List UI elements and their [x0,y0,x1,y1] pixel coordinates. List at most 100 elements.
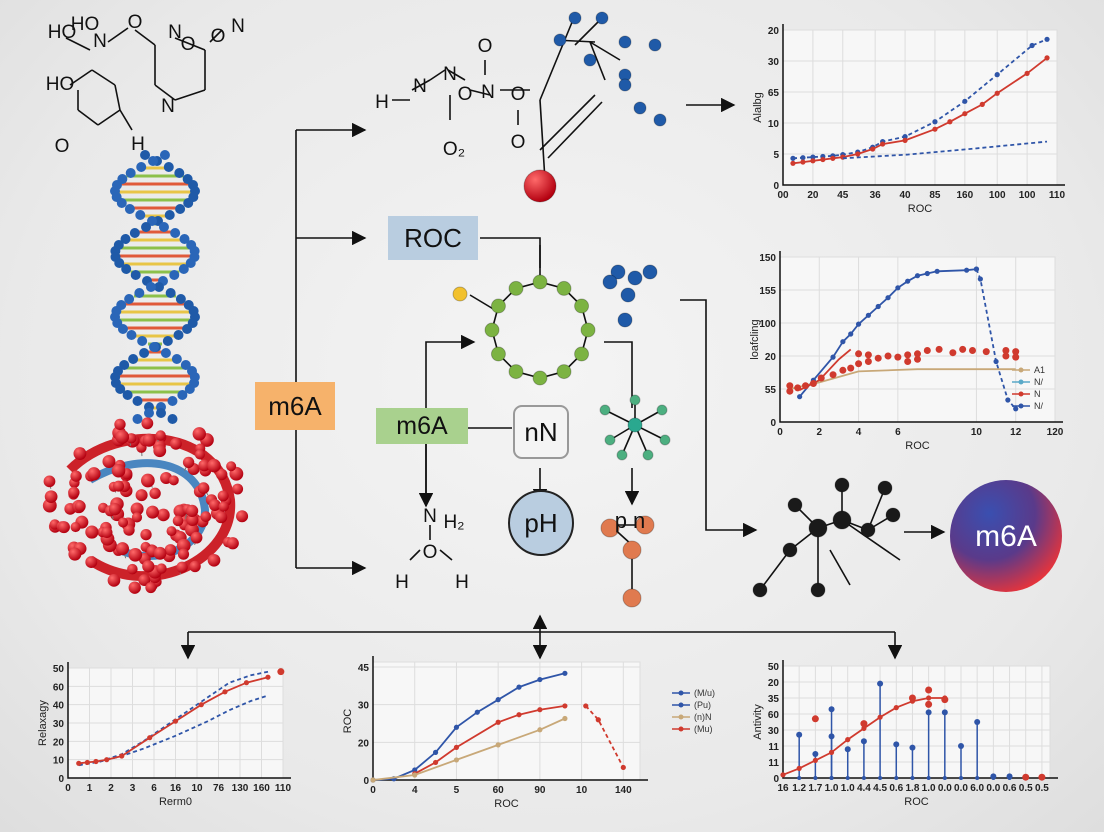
x-tick-label: 1.0 [841,783,855,794]
bond [589,41,621,61]
x-axis-label: ROC [905,440,930,452]
x-tick-label: 140 [615,785,632,796]
orange-atom [635,515,655,535]
data-point [243,680,250,686]
black-atom [885,507,901,523]
protein-atom [164,544,177,556]
x-axis-label: Rerm0 [159,796,192,808]
protein-atom [74,500,86,512]
top-left-atom: O [128,12,143,33]
protein-atom [131,512,143,523]
legend-label: A1 [1034,365,1045,375]
bond [114,84,121,111]
data-point [964,267,970,273]
data-point [923,347,931,354]
blue-atom [602,274,618,290]
series-line [372,717,566,781]
black-atom [860,522,876,538]
protein-atom [127,563,138,575]
y-tick-label: 20 [768,26,780,37]
data-point [1029,42,1035,49]
water-atom: N [423,506,437,527]
protein-atom [189,560,201,573]
data-point [949,349,957,357]
nitro-atom: O [458,84,473,105]
protein-atom [190,531,203,544]
data-point [962,98,968,104]
m6a-sphere [950,480,1062,592]
protein-atom [115,430,130,444]
protein-atom [215,511,228,524]
legend-marker [1018,367,1024,373]
protein-atom [172,515,184,527]
blue-atom [633,101,647,115]
data-point [904,351,912,359]
data-point [932,126,938,132]
data-point [474,709,480,715]
bond [547,101,603,159]
backbone-atom [177,390,188,400]
y-axis-label: Antivity [752,704,764,740]
data-point [811,715,819,723]
y-tick-label: 60 [53,682,65,693]
data-point [969,347,976,354]
green-atom [532,370,548,386]
blue-atom [553,33,567,47]
x-tick-label: 76 [213,783,225,794]
top-left-atom: N [168,22,182,43]
data-point [914,350,921,358]
bond [469,89,491,96]
data-point [925,700,933,708]
stem-marker [796,731,803,738]
data-point [959,345,967,353]
backbone-atom [159,150,170,160]
data-point [812,757,818,764]
green-atom [659,434,671,446]
data-point [370,777,376,783]
data-point [802,382,810,390]
stem-marker [909,744,916,751]
y-tick-label: 0 [58,774,64,785]
top-left-atom: O [211,26,226,47]
roc-connector [480,237,541,268]
data-point [829,371,837,379]
protein-atom [226,537,239,550]
top-left-atom: N [93,31,107,52]
series-line [798,268,977,398]
data-point [905,278,911,284]
x-tick-label: 0.0 [986,783,1000,794]
protein-atom [200,511,212,522]
backbone-atom [124,294,135,304]
x-tick-label: 0.5 [1035,783,1049,794]
protein-atom [102,455,116,469]
stem-base [797,776,802,780]
protein-atom [111,463,126,478]
bond [119,109,133,131]
protein-atom [101,526,113,539]
protein-atom [138,574,151,586]
stem-base [829,776,834,780]
backbone-atom [162,336,173,346]
data-point [893,705,899,711]
y-tick-label: 35 [768,694,780,705]
nitro-atom: O [511,132,526,153]
data-point [1044,55,1050,61]
blue-atom [648,38,662,52]
stem-base [894,776,899,780]
green-atom [508,280,524,296]
data-point [537,676,543,683]
data-point [894,353,902,361]
data-point [973,266,980,272]
x-tick-label: 6.0 [970,783,984,794]
stem-marker [812,751,819,757]
bond [589,41,606,81]
data-point [1044,36,1050,42]
backbone-atom [169,270,180,280]
bond [539,94,596,151]
legend-label: N/ [1034,377,1043,387]
